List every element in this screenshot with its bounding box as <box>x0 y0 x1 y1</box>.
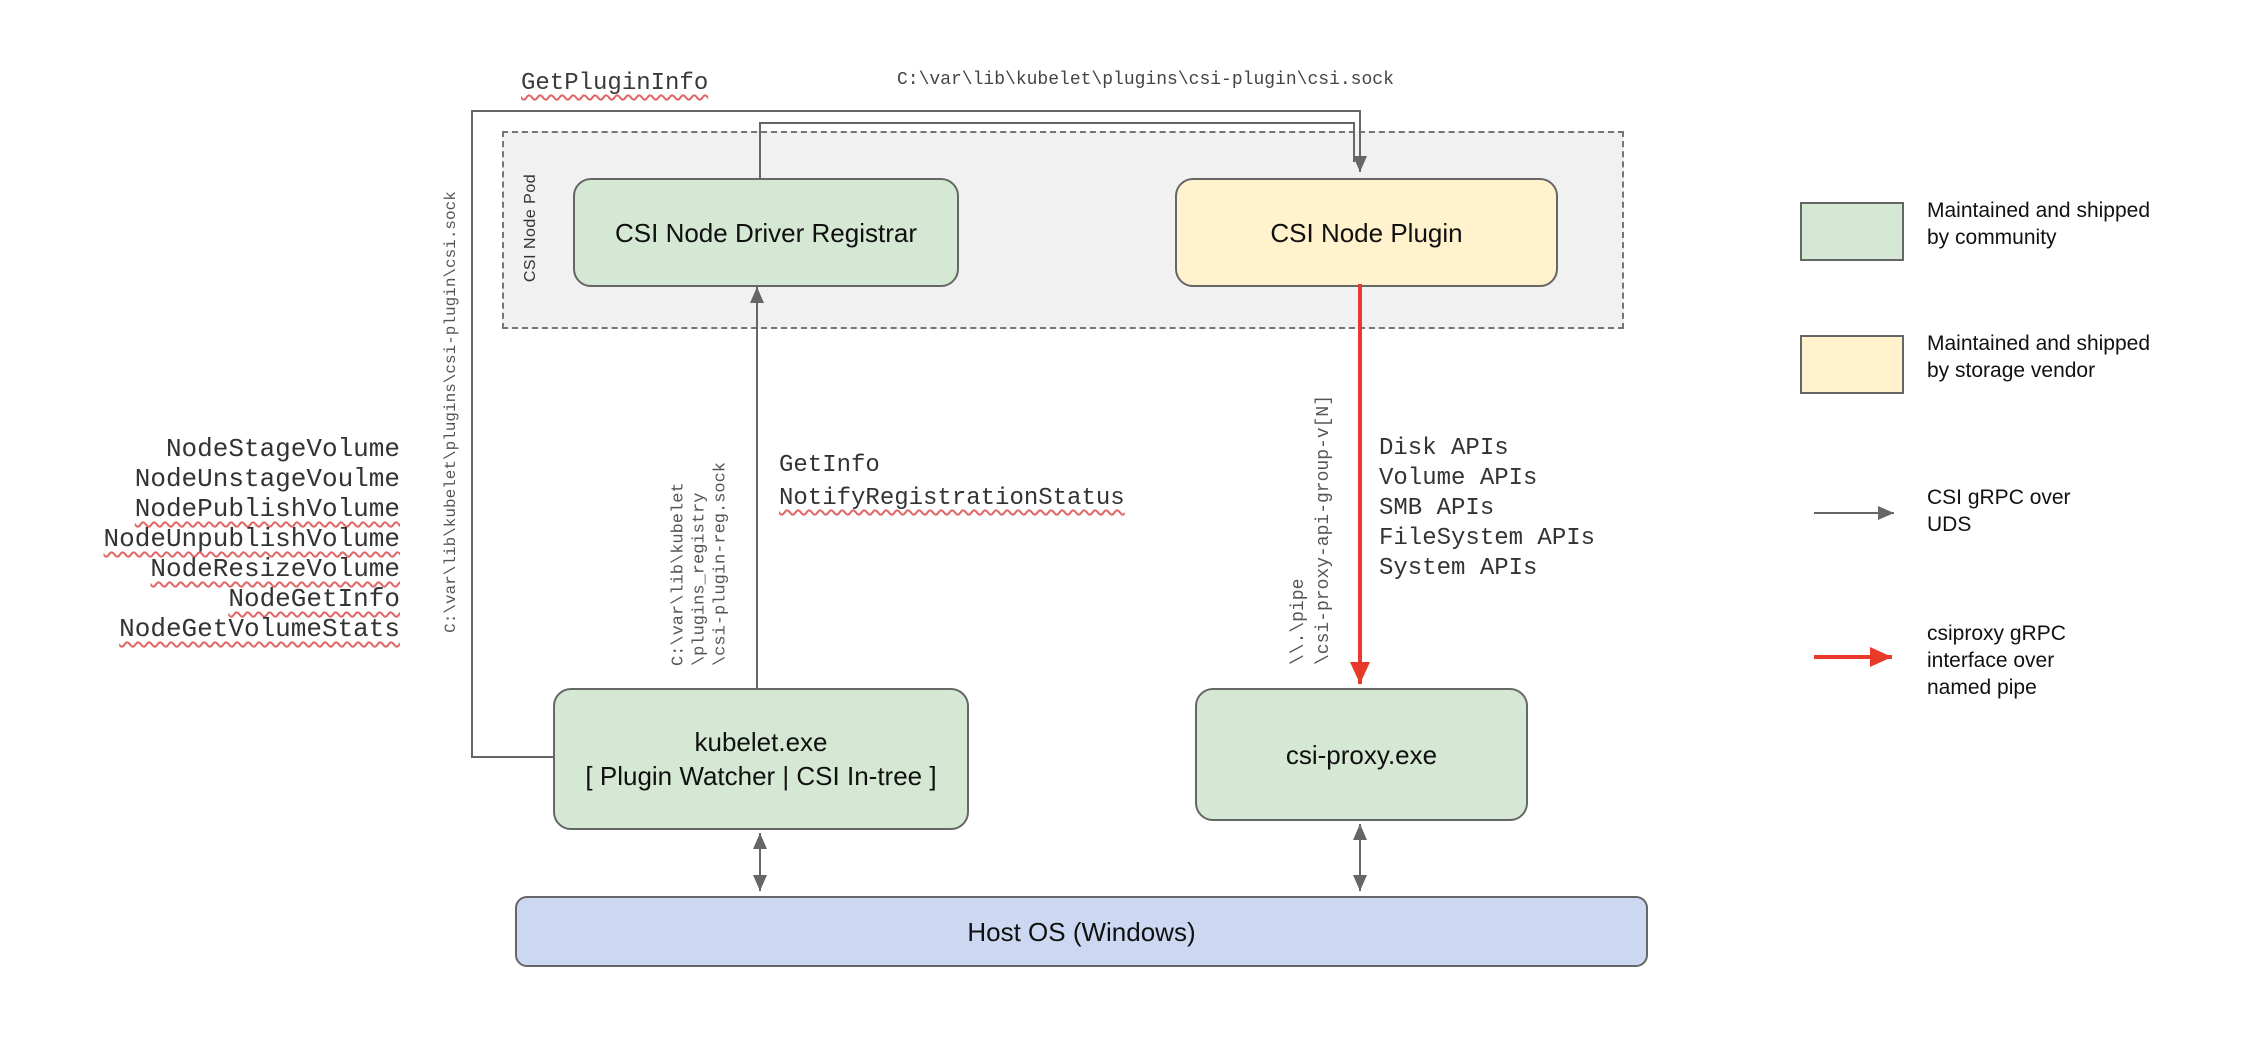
legend-uds-label: CSI gRPC over UDS <box>1927 486 2071 536</box>
legend-community-swatch <box>1800 202 1904 261</box>
csi-node-driver-registrar-label: CSI Node Driver Registrar <box>615 217 917 248</box>
host-os-label: Host OS (Windows) <box>967 916 1196 947</box>
node-call-item: NodeResizeVolume <box>150 554 400 584</box>
node-call-item: NodeGetVolumeStats <box>119 614 400 644</box>
get-info-label: GetInfo <box>779 452 880 479</box>
legend-named-pipe-label: csiproxy gRPC interface over named pipe <box>1927 622 2066 699</box>
notify-registration-status-label: NotifyRegistrationStatus <box>779 485 1125 512</box>
node-call-item: NodeUnpublishVolume <box>103 524 400 554</box>
left-csi-sock-path-label: C:\var\lib\kubelet\plugins\csi-plugin\cs… <box>442 191 460 633</box>
api-list: Disk APIs Volume APIs SMB APIs FileSyste… <box>1379 434 1595 584</box>
node-call-item: NodeUnstageVoulme <box>134 464 400 494</box>
legend-community-label: Maintained and shipped by community <box>1927 199 2151 249</box>
host-os-box: Host OS (Windows) <box>515 896 1648 967</box>
csi-proxy-label: csi-proxy.exe <box>1285 739 1438 770</box>
kubelet-box: kubelet.exe [ Plugin Watcher | CSI In-tr… <box>553 688 969 830</box>
kubelet-label-line2: [ Plugin Watcher | CSI In-tree ] <box>585 761 937 791</box>
csi-node-driver-registrar-box: CSI Node Driver Registrar <box>573 178 959 287</box>
csi-node-pod-label: CSI Node Pod <box>522 173 539 283</box>
node-call-item: NodePublishVolume <box>134 494 400 524</box>
registrar-calls: GetInfo NotifyRegistrationStatus <box>779 449 1125 515</box>
registration-sock-path-label: C:\var\lib\kubelet \plugins_registry \cs… <box>669 461 731 667</box>
get-plugin-info-label: GetPluginInfo <box>521 70 709 97</box>
node-call-item: NodeStageVolume <box>165 434 400 464</box>
api-list-item: Volume APIs <box>1379 465 1538 492</box>
api-list-item: SMB APIs <box>1379 495 1495 522</box>
legend-vendor-label: Maintained and shipped by storage vendor <box>1927 332 2151 382</box>
csi-node-plugin-label: CSI Node Plugin <box>1270 217 1463 248</box>
api-list-item: FileSystem APIs <box>1379 525 1596 552</box>
node-calls-list: NodeStageVolume NodeUnstageVoulme NodePu… <box>60 434 400 644</box>
api-list-item: Disk APIs <box>1379 435 1509 462</box>
node-call-item: NodeGetInfo <box>228 584 400 614</box>
top-csi-sock-path-label: C:\var\lib\kubelet\plugins\csi-plugin\cs… <box>897 70 1394 90</box>
legend-vendor-swatch <box>1800 335 1904 394</box>
api-list-item: System APIs <box>1379 555 1538 582</box>
named-pipe-path-label: \\.\pipe \csi-proxy-api-group-v[N] <box>1289 394 1334 666</box>
kubelet-label-line1: kubelet.exe <box>694 727 828 757</box>
csi-node-plugin-box: CSI Node Plugin <box>1175 178 1558 287</box>
csi-proxy-box: csi-proxy.exe <box>1195 688 1528 821</box>
